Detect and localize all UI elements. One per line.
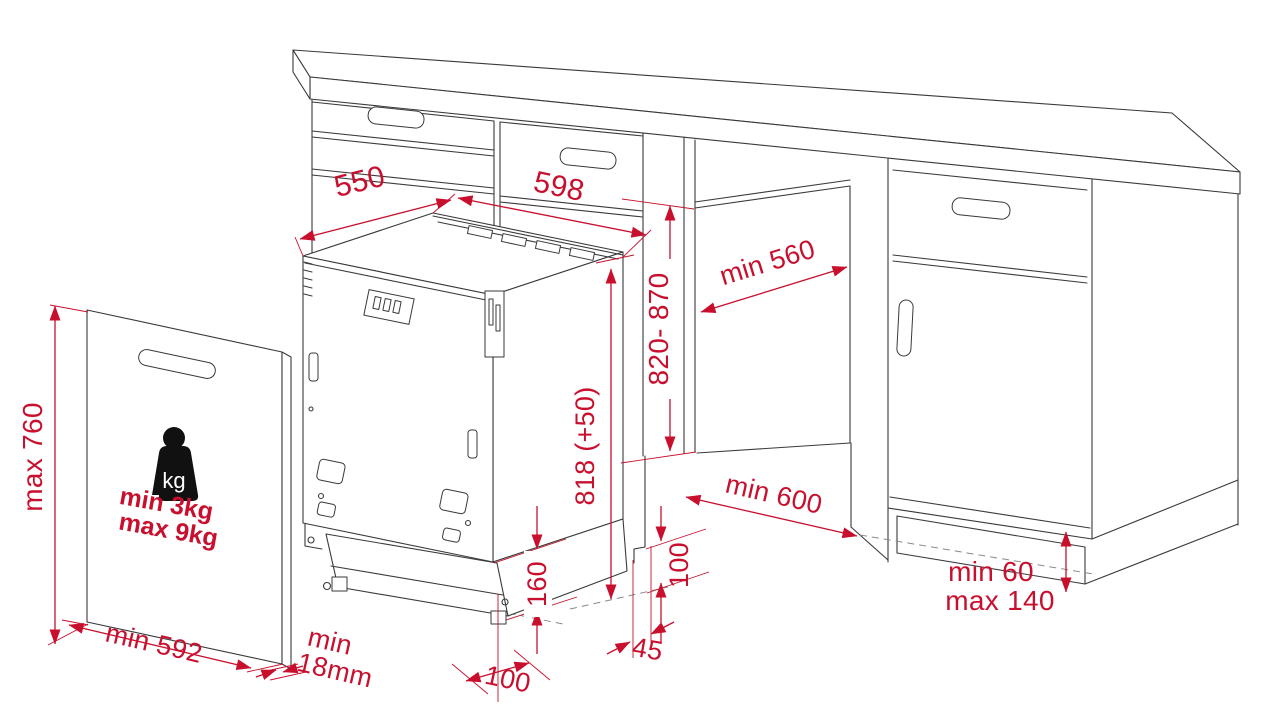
hinge-slot <box>308 352 319 382</box>
label-backplate <box>524 551 552 617</box>
dim-line-panel-thickness-left <box>255 669 277 680</box>
drawer-handle <box>367 106 425 129</box>
adjustable-foot <box>490 610 507 625</box>
dimension-label-appliance-depth: 550 <box>331 160 388 204</box>
dim-line-panel-width <box>68 622 252 671</box>
dimension-label-appliance-width: 598 <box>531 165 588 208</box>
door-handle <box>896 299 914 357</box>
hinge-slot <box>467 429 478 459</box>
dim-line-appliance-depth <box>299 198 452 241</box>
weight-icon-unit: kg <box>162 468 185 493</box>
label-backplate <box>645 259 675 399</box>
dimension-label-plinth-max: max 140 <box>945 585 1055 616</box>
furniture-door-panel: kg min 3kg max 9kg <box>86 309 292 670</box>
dimension-label-plinth-min: min 60 <box>948 556 1034 587</box>
dishwasher-unit <box>302 212 628 625</box>
dimension-label-base-recess: 160 <box>522 561 552 607</box>
dim-line-niche-depth <box>700 266 848 313</box>
dimension-label-door-swing: min 600 <box>723 469 825 520</box>
dimension-label-panel-height: max 760 <box>17 402 48 512</box>
drawer-handle <box>559 147 617 170</box>
dimension-label-front-clearance: 100 <box>482 660 533 699</box>
drawer-handle <box>951 197 1011 220</box>
dim-line-appliance-width <box>457 195 647 238</box>
kitchen-counter <box>292 49 1241 195</box>
adjustable-foot <box>331 576 348 592</box>
dimension-label-service-offset: 45 <box>630 632 665 667</box>
dim-line-service-offset-right <box>650 621 675 635</box>
base-cabinets <box>311 99 644 254</box>
dimension-label-niche-depth: min 560 <box>716 234 819 291</box>
dim-line-panel-thickness-right <box>282 662 304 674</box>
dim-line-door-swing <box>685 494 858 539</box>
dimension-label-panel-thickness-value: 18mm <box>295 647 376 693</box>
dimension-label-service-height: 100 <box>664 542 694 588</box>
weight-icon: kg <box>152 427 199 501</box>
appliance-niche <box>633 132 889 564</box>
right-cabinet <box>887 157 1239 585</box>
panel-handle <box>138 349 216 379</box>
dim-line-front-clearance <box>465 661 530 683</box>
dimension-label-niche-height: 820- 870 <box>643 273 674 386</box>
dimension-label-appliance-height: 818 (+50) <box>570 386 600 505</box>
dim-line-service-offset-left <box>606 641 631 655</box>
